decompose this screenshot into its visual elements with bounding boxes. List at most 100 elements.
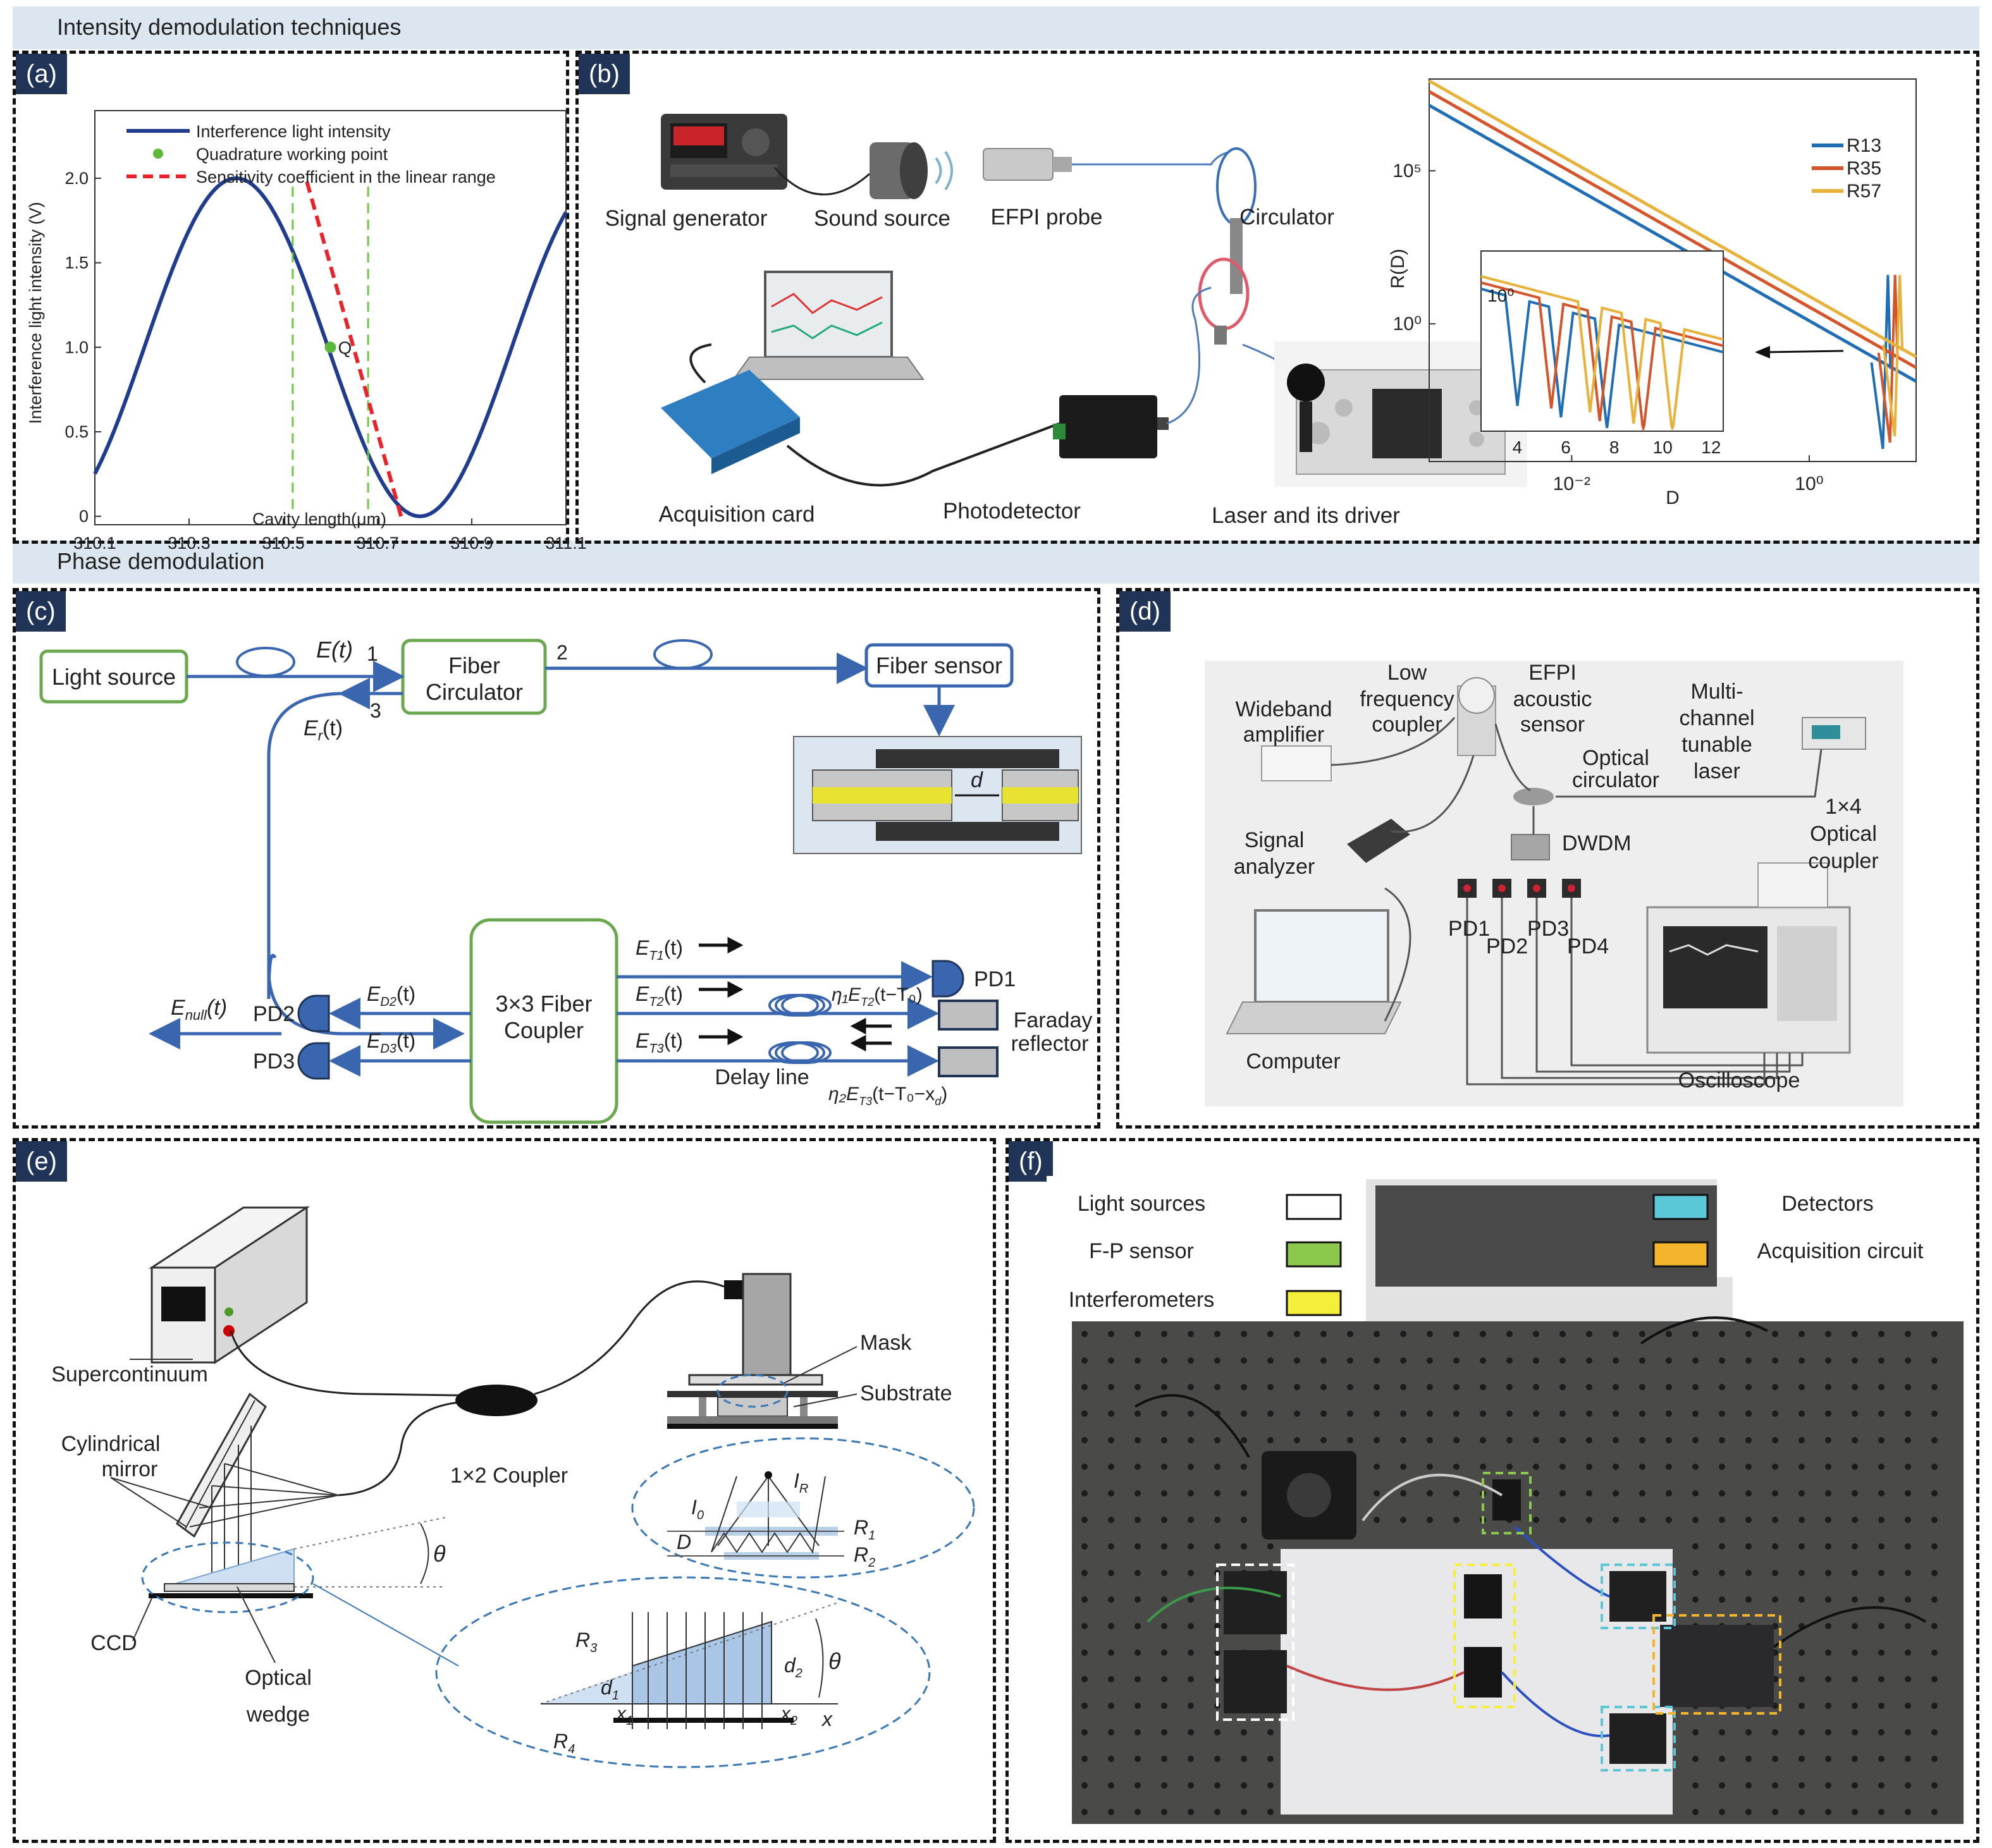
breadboard-hole <box>1347 1437 1353 1443</box>
breadboard-hole <box>1798 1570 1805 1576</box>
photo-cables <box>1134 1316 1927 1737</box>
breadboard-hole <box>1081 1464 1088 1470</box>
breadboard-hole <box>1400 1357 1406 1364</box>
panel-b: (b) <box>575 51 1979 544</box>
efpi-sensor-icon <box>1457 677 1496 756</box>
chart-b-ylabel: R(D) <box>1387 248 1408 288</box>
breadboard-hole <box>1692 1464 1699 1470</box>
breadboard-hole <box>1639 1410 1645 1417</box>
breadboard-hole <box>1798 1464 1805 1470</box>
label-multi-2: channel <box>1679 706 1754 730</box>
breadboard-hole <box>1852 1729 1858 1735</box>
legend-label-light-sources: Light sources <box>1078 1192 1205 1216</box>
breadboard-hole <box>1108 1357 1114 1364</box>
breadboard-hole <box>1108 1437 1114 1443</box>
breadboard-hole <box>1188 1331 1194 1337</box>
breadboard-hole <box>1852 1703 1858 1709</box>
legend-label-sensitivity: Sensitivity coefficient in the linear ra… <box>196 168 496 187</box>
breadboard-hole <box>1905 1623 1911 1629</box>
chart-a-ytick-label: 1.5 <box>65 254 89 272</box>
breadboard-hole <box>1772 1331 1778 1337</box>
chart-a-xtick-label: 310.3 <box>168 534 211 553</box>
oscilloscope-icon <box>1646 862 1851 1054</box>
breadboard-hole <box>1108 1490 1114 1496</box>
breadboard-hole <box>1905 1729 1911 1735</box>
breadboard-hole <box>1108 1517 1114 1523</box>
panel-e-tag: (e) <box>16 1141 67 1182</box>
breadboard-hole <box>1931 1782 1938 1789</box>
breadboard-hole <box>1931 1570 1938 1576</box>
breadboard-hole <box>1852 1331 1858 1337</box>
breadboard-hole <box>1878 1410 1884 1417</box>
breadboard-hole <box>1294 1410 1300 1417</box>
chart-b-inset-xtick-label: 10 <box>1653 438 1673 457</box>
breadboard-hole <box>1400 1464 1406 1470</box>
breadboard-hole <box>1427 1331 1433 1337</box>
chart-a-xtick-label: 310.5 <box>262 534 305 553</box>
breadboard-hole <box>1453 1464 1460 1470</box>
efpi-probe-icon <box>983 148 1072 181</box>
breadboard-hole <box>1772 1782 1778 1789</box>
breadboard-hole <box>1772 1543 1778 1550</box>
breadboard-hole <box>1825 1809 1831 1815</box>
breadboard-hole <box>1852 1357 1858 1364</box>
breadboard-hole <box>1719 1809 1725 1815</box>
label-multi-1: Multi- <box>1690 680 1743 704</box>
breadboard-hole <box>1188 1410 1194 1417</box>
breadboard-hole <box>1666 1437 1672 1443</box>
breadboard-hole <box>1506 1357 1513 1364</box>
breadboard-hole <box>1506 1437 1513 1443</box>
breadboard-hole <box>1559 1357 1566 1364</box>
breadboard-hole <box>1108 1729 1114 1735</box>
breadboard-hole <box>1719 1357 1725 1364</box>
panel-c-diagram: Light source Fiber Circulator Fiber sens… <box>39 637 1092 1124</box>
breadboard-hole <box>1081 1410 1088 1417</box>
breadboard-hole <box>1294 1331 1300 1337</box>
chart-b-frame <box>1429 78 1917 462</box>
highlight-light-sources <box>1216 1563 1294 1721</box>
breadboard-hole <box>1692 1782 1699 1789</box>
breadboard-hole <box>1241 1729 1247 1735</box>
breadboard-hole <box>1453 1357 1460 1364</box>
label-faraday-2: reflector <box>1011 1032 1089 1056</box>
breadboard-hole <box>1905 1676 1911 1682</box>
label-pd3: PD3 <box>1527 917 1569 941</box>
breadboard-hole <box>1081 1384 1088 1390</box>
legend-label-acquisition: Acquisition circuit <box>1757 1239 1924 1263</box>
breadboard-hole <box>1798 1782 1805 1789</box>
breadboard-hole <box>1745 1596 1752 1603</box>
breadboard-hole <box>1719 1384 1725 1390</box>
breadboard-hole <box>1214 1676 1220 1682</box>
breadboard-hole <box>1772 1809 1778 1815</box>
legend-swatch-fp-sensor <box>1286 1241 1342 1268</box>
breadboard-hole <box>1241 1543 1247 1550</box>
photodetector-icon <box>1053 395 1169 458</box>
acquisition-card-icon <box>661 343 800 474</box>
breadboard-hole <box>1798 1676 1805 1682</box>
breadboard-hole <box>1161 1703 1167 1709</box>
breadboard-hole <box>1798 1649 1805 1656</box>
ccd-wedge-icon <box>149 1548 313 1598</box>
label-cyl-1: Cylindrical <box>61 1432 161 1456</box>
panel-d: (d) <box>1116 588 1979 1129</box>
highlight-fp-sensor <box>1482 1472 1532 1534</box>
breadboard-hole <box>1214 1756 1220 1762</box>
legend-label-fp-sensor: F-P sensor <box>1089 1239 1194 1263</box>
highlight-interferometers <box>1453 1563 1516 1708</box>
breadboard-hole <box>1878 1331 1884 1337</box>
label-coupler14-1: 1×4 <box>1825 795 1862 819</box>
label-theta-1: θ <box>433 1541 446 1567</box>
breadboard-hole <box>1108 1676 1114 1682</box>
delay-coil-1 <box>768 994 832 1017</box>
breadboard-hole <box>1134 1410 1141 1417</box>
leader-mask <box>780 1346 858 1385</box>
breadboard-hole <box>1134 1729 1141 1735</box>
label-r4: R4 <box>553 1730 575 1756</box>
chart-b-ytick-label: 10⁵ <box>1393 161 1422 181</box>
breadboard-hole <box>1852 1437 1858 1443</box>
coupler-label-2: Coupler <box>504 1017 584 1043</box>
label-cyl-2: mirror <box>102 1457 158 1481</box>
breadboard-hole <box>1188 1596 1194 1603</box>
breadboard-hole <box>1931 1623 1938 1629</box>
breadboard-hole <box>1931 1357 1938 1364</box>
